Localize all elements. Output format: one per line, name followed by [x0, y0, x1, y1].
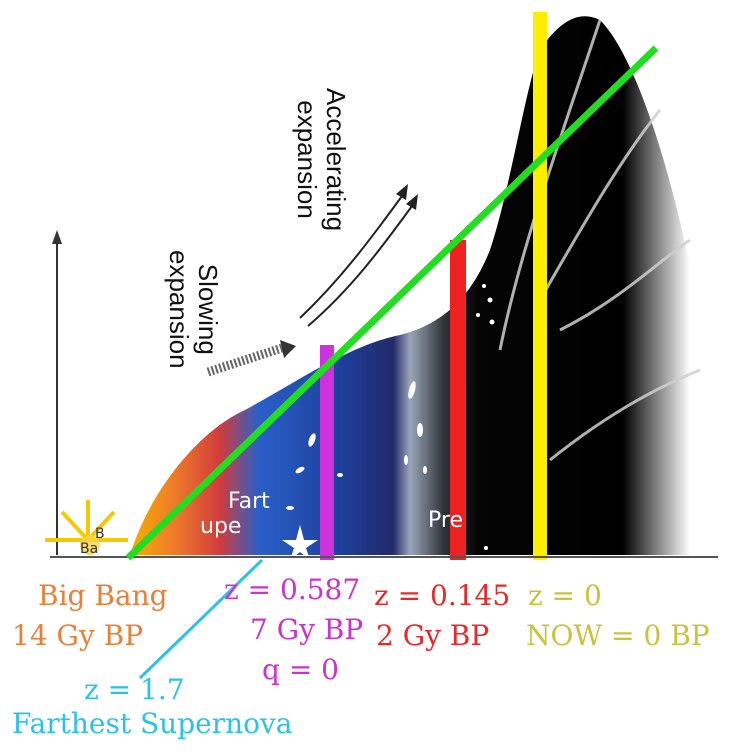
- farthest-z-label: z = 1.7: [84, 673, 185, 706]
- slowing-label-line1: Slowing: [193, 263, 223, 355]
- z-zero-label: z = 0: [528, 579, 602, 612]
- red-bar: [450, 240, 466, 560]
- big-bang-label: Big Bang: [38, 579, 168, 612]
- y-axis-arrowhead: [52, 230, 62, 244]
- accelerating-label-line1: Accelerating: [321, 88, 351, 232]
- slowing-label-line2: expansion: [164, 250, 195, 369]
- slowing-arrow-icon: [206, 340, 296, 377]
- cyan-pointer-line: [138, 558, 264, 680]
- big-bang-fragment: B: [95, 526, 105, 542]
- z-0145-label: z = 0.145: [374, 579, 511, 612]
- seven-gy-label: 7 Gy BP: [250, 613, 364, 646]
- farthest-supernova-label: Farthest Supernova: [12, 707, 293, 740]
- accelerating-label-line2: expansion: [292, 100, 323, 219]
- z-0587-label: z = 0.587: [224, 573, 361, 606]
- galaxy-specks: [286, 267, 495, 550]
- accelerating-arrows-icon: [299, 184, 418, 327]
- universe-body: [130, 16, 725, 555]
- big-bang-time-label: 14 Gy BP: [12, 619, 144, 652]
- two-gy-label: 2 Gy BP: [376, 619, 490, 652]
- accelerating-expansion-label: Accelerating expansion: [292, 88, 351, 232]
- yellow-bar: [533, 12, 547, 560]
- green-fit-line: [125, 45, 659, 561]
- supernova-fragment: upe: [200, 514, 241, 539]
- slowing-expansion-label: Slowing expansion: [164, 250, 223, 369]
- present-fragment: Pre: [428, 508, 463, 533]
- q-zero-label: q = 0: [262, 653, 339, 686]
- now-label: NOW = 0 BP: [526, 619, 710, 652]
- flash-star: [282, 525, 318, 560]
- magenta-bar: [320, 345, 334, 560]
- big-bang-fragment-2: Ba: [80, 541, 98, 557]
- farthest-fragment: Fart: [228, 489, 270, 514]
